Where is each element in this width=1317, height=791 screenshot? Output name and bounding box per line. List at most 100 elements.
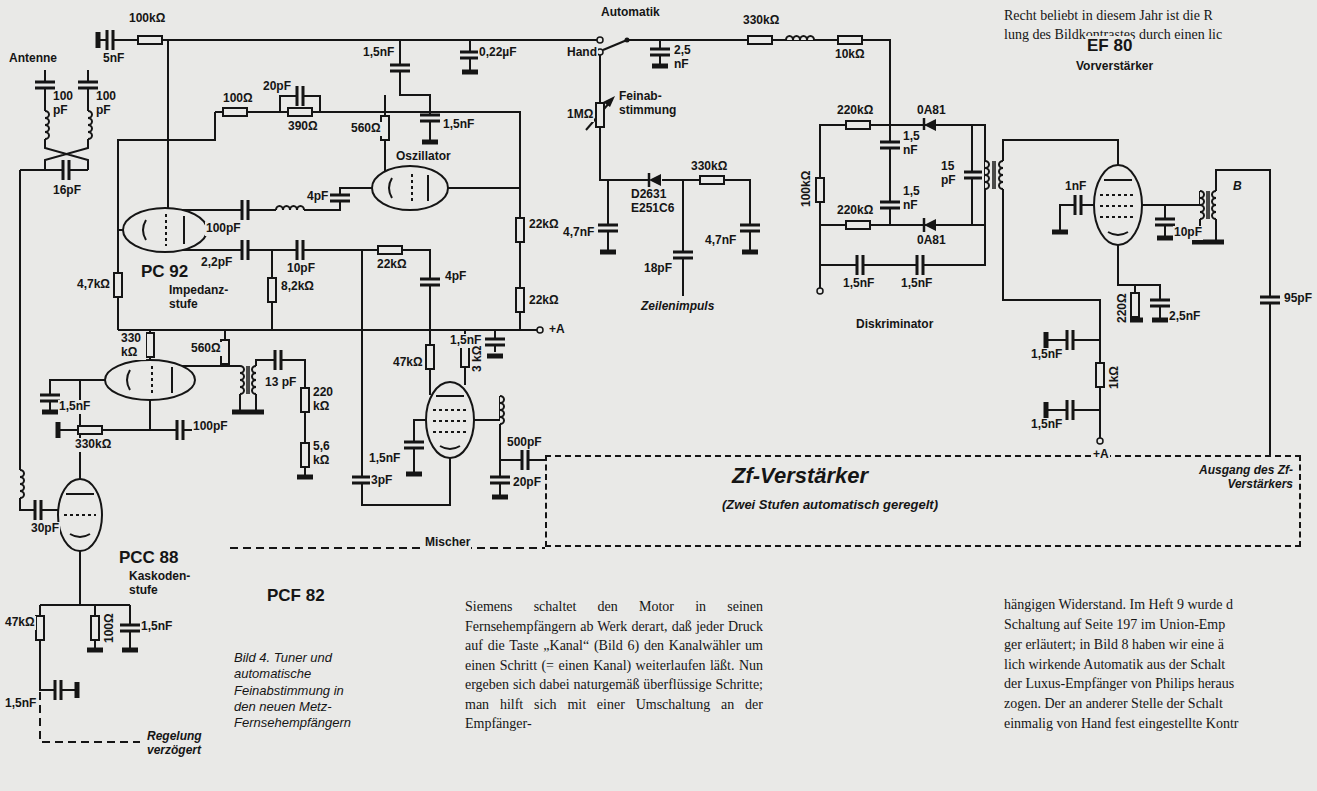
component-label: 95pF <box>1283 292 1313 306</box>
component-label: 3pF <box>370 474 393 488</box>
component-label: 100Ω <box>103 612 117 644</box>
component-label: 0A81 <box>916 104 947 118</box>
body-text: hängigen Widerstand. Im Heft 9 wurde d <box>1003 597 1234 614</box>
component-label: 330 kΩ <box>120 332 146 360</box>
component-label: 2,2pF <box>200 256 233 270</box>
component-label: +A <box>1092 448 1110 462</box>
component-label: 100pF <box>205 222 242 236</box>
component-label: 1nF <box>1064 180 1087 194</box>
component-label: 220kΩ <box>836 204 874 218</box>
tube-electrodes <box>64 174 1136 537</box>
component-label: 4,7kΩ <box>76 278 111 292</box>
body-text: Siemens schaltet den Motor in seinen Fer… <box>464 597 764 734</box>
component-label: 1,5nF <box>442 118 475 132</box>
component-label: 1,5nF <box>140 620 173 634</box>
body-text: ger erläutert; in Bild 8 haben wir eine … <box>1003 637 1225 654</box>
component-label: 560Ω <box>350 122 382 136</box>
component-label: 20pF <box>262 80 292 94</box>
component-label: B <box>1232 180 1243 194</box>
component-label: 5nF <box>102 52 125 66</box>
component-label: Oszillator <box>395 150 452 164</box>
tube-type: PCC 88 <box>118 548 180 568</box>
component-label: Regelung verzögert <box>146 730 220 758</box>
component-label: Kaskoden- stufe <box>128 570 202 598</box>
component-label: 1,5nF <box>900 277 933 291</box>
component-label: 1kΩ <box>1108 365 1122 390</box>
component-label: 0,22µF <box>478 46 518 60</box>
component-label: Impedanz- stufe <box>168 284 242 312</box>
component-label: Feinab- stimmung <box>618 90 684 118</box>
component-label: 220 kΩ <box>312 386 340 414</box>
component-label: 10pF <box>1173 226 1203 240</box>
component-label: 5,6 kΩ <box>312 440 340 468</box>
component-label: 2,5 nF <box>673 44 697 72</box>
block-text: Zf-Verstärker <box>732 463 868 489</box>
component-label: 330kΩ <box>742 14 780 28</box>
tube-type: PC 92 <box>140 262 189 282</box>
component-label: 4pF <box>306 190 329 204</box>
block-text: (Zwei Stufen automatisch geregelt) <box>722 497 938 513</box>
body-text: Schaltung auf Seite 197 im Union-Emp <box>1003 617 1226 634</box>
wires <box>20 40 1270 742</box>
component-label: 560Ω <box>190 342 222 356</box>
component-label: 100 pF <box>95 90 123 118</box>
component-label: 22kΩ <box>376 258 408 272</box>
component-label: 10kΩ <box>834 48 866 62</box>
body-text: Recht beliebt in diesem Jahr ist die R <box>1003 8 1214 25</box>
body-text: zogen. Der an anderer Stelle der Schalt <box>1003 696 1224 713</box>
component-label: 16pF <box>52 184 82 198</box>
component-label: 1,5 nF <box>902 185 926 213</box>
component-label: +A <box>548 323 566 337</box>
component-label: 4,7nF <box>704 234 737 248</box>
component-label: 1MΩ <box>566 108 594 122</box>
component-label: Diskriminator <box>855 318 934 332</box>
tube-envelopes <box>58 165 1142 551</box>
component-label: 47kΩ <box>392 356 424 370</box>
component-label: 30pF <box>30 522 60 536</box>
component-label: 10pF <box>286 262 316 276</box>
component-label: Zeilenimpuls <box>640 300 715 314</box>
tube-type: PCF 82 <box>266 586 326 606</box>
component-label: 330kΩ <box>74 438 112 452</box>
component-label: Antenne <box>8 52 58 66</box>
component-label: 22kΩ <box>528 294 560 308</box>
component-label: Hand <box>566 46 598 60</box>
component-label: 0A81 <box>916 234 947 248</box>
component-label: 220Ω <box>1116 292 1130 324</box>
block-text: Ausgang des Zf-Verstärkers <box>1153 463 1293 492</box>
component-label: 100kΩ <box>128 12 166 26</box>
component-label: 390Ω <box>287 120 319 134</box>
component-label: 1,5nF <box>368 452 401 466</box>
component-label: 8,2kΩ <box>280 280 315 294</box>
component-label: 220kΩ <box>836 104 874 118</box>
component-label: 2,5nF <box>1168 310 1201 324</box>
component-label: 47kΩ <box>4 616 36 630</box>
component-label: 1,5 nF <box>902 130 926 158</box>
component-label: 100Ω <box>222 92 254 106</box>
component-label: 3 kΩ <box>471 345 485 373</box>
body-text: einmalig von Hand fest eingestellte Kont… <box>1003 716 1239 733</box>
component-label: 330kΩ <box>690 160 728 174</box>
component-label: 4,7nF <box>562 226 595 240</box>
component-label: D2631 E251C6 <box>630 188 682 216</box>
figure-caption: Bild 4. Tuner und automatische Feinabsti… <box>234 650 352 731</box>
body-text: der Luxus-Empfänger von Philips heraus <box>1003 676 1235 693</box>
component-label: 18pF <box>643 262 673 276</box>
component-label: 4pF <box>444 270 467 284</box>
component-label: 1,5nF <box>4 697 37 711</box>
component-label: 13 pF <box>264 376 297 390</box>
component-label: Vorverstärker <box>1075 60 1154 74</box>
tube-type: EF 80 <box>1086 36 1133 56</box>
component-label: 1,5nF <box>1030 418 1063 432</box>
component-label: 1,5nF <box>1030 348 1063 362</box>
component-label: 100pF <box>192 420 229 434</box>
component-label: 500pF <box>506 436 543 450</box>
component-label: Automatik <box>600 6 661 20</box>
component-label: 1,5nF <box>362 46 395 60</box>
body-text: lich wirkende Automatik aus der Schalt <box>1003 657 1226 674</box>
component-label: 15 pF <box>940 160 964 188</box>
component-label: 1,5nF <box>58 400 91 414</box>
component-label: 100kΩ <box>800 170 814 208</box>
component-label: 22kΩ <box>528 218 560 232</box>
